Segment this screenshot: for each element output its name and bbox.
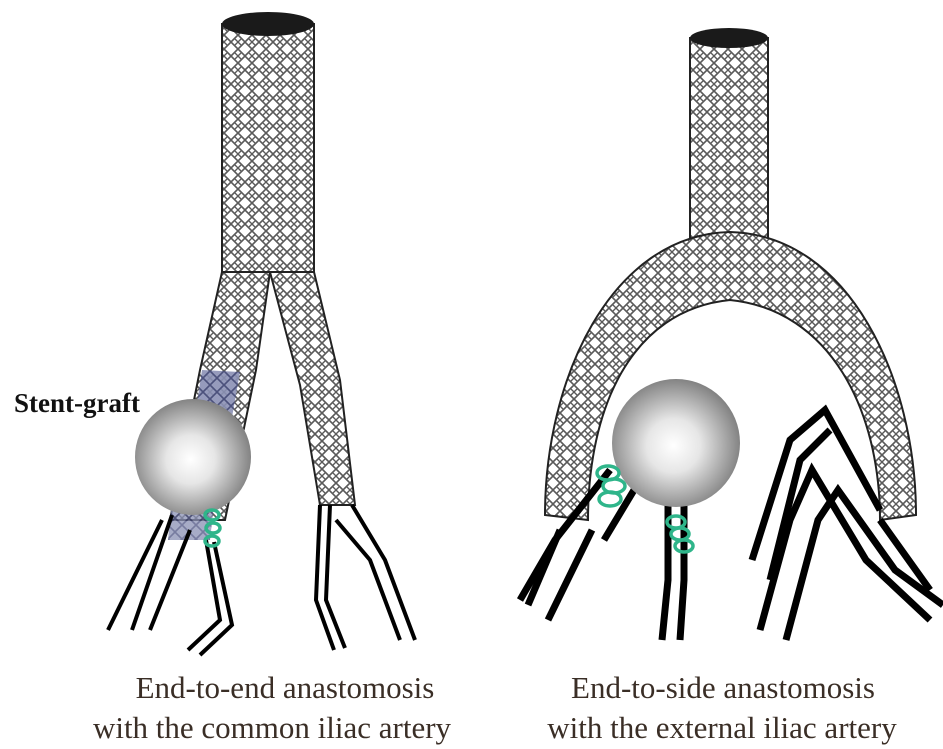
right-aneurysm-sphere bbox=[612, 379, 740, 507]
left-panel: Stent-graft End-to-end anastomosis with … bbox=[14, 12, 452, 745]
right-native-vessels-right bbox=[752, 410, 943, 640]
right-panel: End-to-side anastomosis with the externa… bbox=[520, 28, 943, 745]
right-aortic-graft-body bbox=[690, 28, 768, 244]
left-native-vessels-right bbox=[316, 505, 415, 650]
right-caption-line2: with the external iliac artery bbox=[547, 710, 897, 745]
right-caption-line1: End-to-side anastomosis bbox=[571, 670, 875, 705]
left-graft-opening bbox=[222, 12, 314, 36]
left-aortic-graft-body bbox=[222, 12, 314, 272]
left-caption-line2: with the common iliac artery bbox=[93, 710, 452, 745]
stent-graft-label: Stent-graft bbox=[14, 388, 140, 418]
left-graft-limb-right bbox=[270, 272, 355, 505]
right-graft-opening bbox=[690, 28, 768, 48]
left-aneurysm-sphere bbox=[135, 399, 251, 515]
left-caption-line1: End-to-end anastomosis bbox=[136, 670, 435, 705]
